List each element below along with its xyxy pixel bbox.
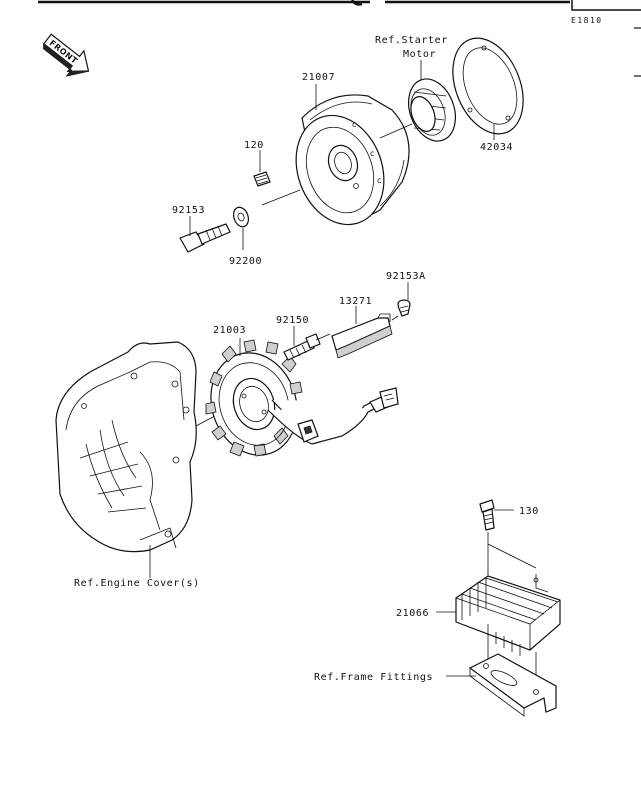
label-42034: 42034	[480, 142, 513, 153]
label-ref-starter: Ref.Starter	[375, 35, 448, 46]
label-ref-frame-fittings: Ref.Frame Fittings	[314, 672, 433, 683]
axis-line	[391, 315, 399, 321]
axis-line	[379, 123, 413, 139]
label-21066: 21066	[396, 608, 429, 619]
wire-harness[interactable]	[267, 387, 399, 445]
label-92200: 92200	[229, 256, 262, 267]
frame-bracket[interactable]	[468, 653, 557, 717]
rotor-21007[interactable]: c c c	[281, 94, 410, 237]
stator-21003[interactable]	[198, 339, 310, 466]
gear-42034[interactable]	[440, 28, 537, 145]
svg-text:c: c	[370, 149, 374, 158]
label-92153a: 92153A	[386, 271, 426, 282]
label-ref-engine-cover: Ref.Engine Cover(s)	[74, 578, 200, 589]
engine-cover[interactable]	[55, 341, 197, 553]
starter-clutch[interactable]	[400, 72, 463, 147]
label-130: 130	[519, 506, 539, 517]
diagram-code: E1810	[571, 16, 603, 25]
axis-line	[487, 543, 537, 569]
svg-text:c: c	[377, 176, 381, 185]
screw-92153a[interactable]	[397, 299, 411, 317]
label-92153: 92153	[172, 205, 205, 216]
bolt-120[interactable]	[253, 171, 271, 187]
page-frame	[38, 0, 641, 77]
regulator-21066[interactable]	[455, 574, 561, 656]
label-ref-starter-motor: Motor	[403, 49, 436, 60]
axis-line	[261, 189, 301, 206]
label-13271: 13271	[339, 296, 372, 307]
holder-13271[interactable]	[331, 313, 393, 359]
bolt-130[interactable]	[479, 499, 495, 531]
bolt-92153[interactable]	[179, 223, 231, 253]
washer-92200[interactable]	[231, 205, 251, 229]
axis-line	[315, 333, 331, 341]
front-arrow-icon: FRONT	[42, 33, 90, 77]
label-21007: 21007	[302, 72, 335, 83]
svg-text:c: c	[352, 120, 356, 129]
label-92150: 92150	[276, 315, 309, 326]
label-120: 120	[244, 140, 264, 151]
label-21003: 21003	[213, 325, 246, 336]
bolt-92150[interactable]	[283, 333, 321, 361]
